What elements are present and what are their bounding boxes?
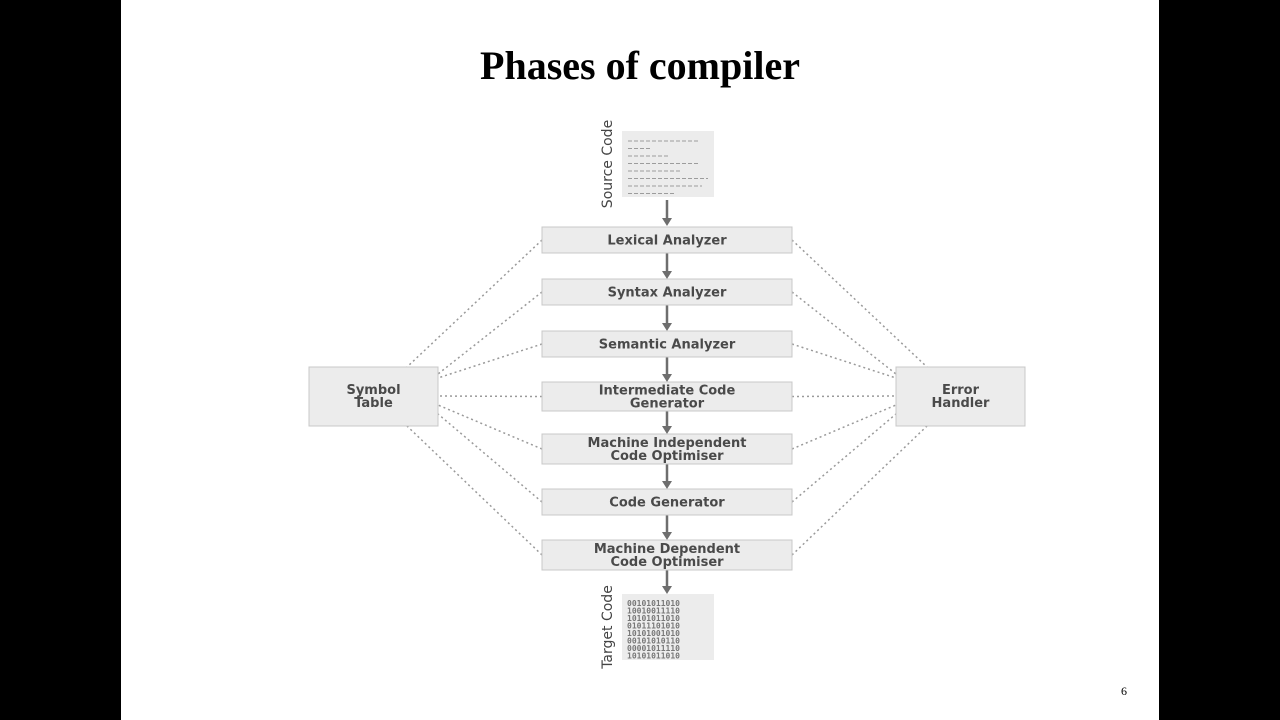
phase-label-lexical: Lexical Analyzer [607,234,727,249]
slide-page-number: 6 [1121,684,1127,698]
connector-error-md-optimiser [791,425,928,556]
arrow-phase-2 [662,305,672,331]
connector-error-syntax [791,291,897,375]
phase-label-semantic: Semantic Analyzer [599,338,736,353]
source-code-thumbnail: Source Code [600,120,714,208]
connector-symbol-intermediate [437,395,543,398]
target-code-page [622,594,714,660]
phase-label-md-optimiser: Machine Dependent [594,542,740,557]
phase-label-intermediate: Generator [630,397,705,412]
phase-label-codegen: Code Generator [609,496,725,511]
arrow-phase-6 [662,515,672,540]
arrow-phase-1 [662,253,672,279]
phase-box-codegen: Code Generator [541,488,793,516]
arrow-phase-3 [662,357,672,382]
connector-error-lexical [791,239,928,368]
target-code-label: Target Code [600,585,616,670]
arrow-source-to-lexical [662,200,672,226]
source-code-label: Source Code [600,120,616,208]
connector-symbol-semantic [437,343,543,379]
phase-label-md-optimiser: Code Optimiser [610,555,724,570]
slide-title: Phases of compiler [480,43,800,88]
dotted-connectors [406,239,928,556]
phase-box-semantic: Semantic Analyzer [541,330,793,358]
connector-error-semantic [791,343,897,379]
connector-symbol-mi-optimiser [437,404,543,450]
connector-symbol-syntax [437,291,543,375]
arrow-phase-5 [662,464,672,489]
arrow-to-target [662,570,672,594]
connector-symbol-md-optimiser [406,425,543,556]
phase-label-syntax: Syntax Analyzer [608,286,727,301]
connector-error-intermediate [791,395,897,398]
phase-label-mi-optimiser: Code Optimiser [610,449,724,464]
slide: Phases of compiler Source Code Lexical A… [121,0,1159,720]
arrow-phase-4 [662,411,672,434]
phase-label-mi-optimiser: Machine Independent [588,436,747,451]
source-code-lines [628,140,708,194]
phase-label-intermediate: Intermediate Code [599,384,736,399]
phase-box-syntax: Syntax Analyzer [541,278,793,306]
connector-error-mi-optimiser [791,404,897,450]
flow-arrows [662,200,672,594]
phase-box-lexical: Lexical Analyzer [541,226,793,254]
connector-symbol-lexical [406,239,543,368]
